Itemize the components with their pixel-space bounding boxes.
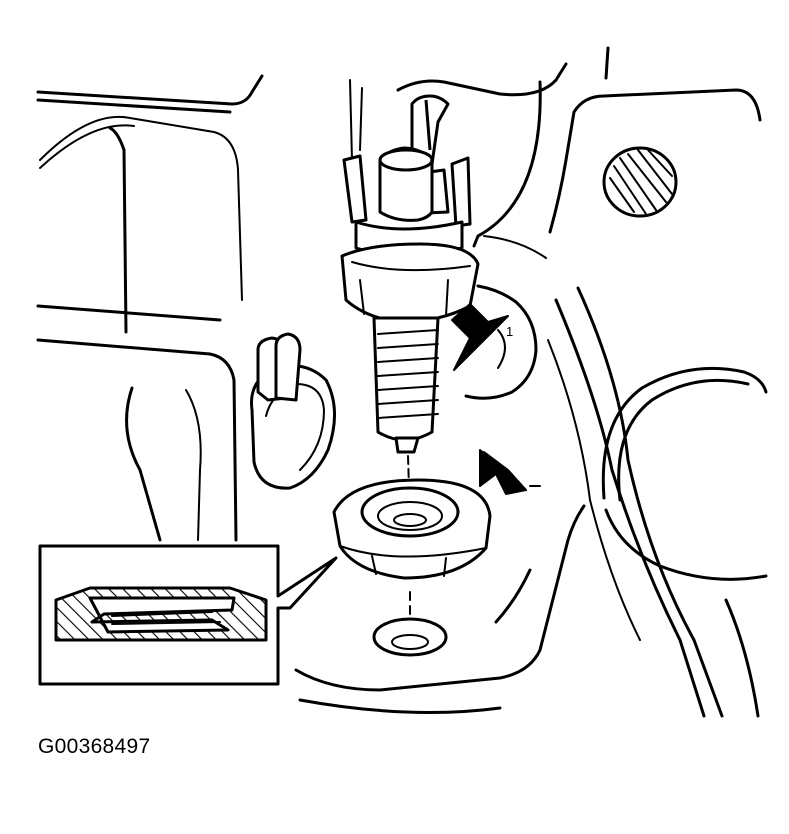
drain-hole [372,617,448,657]
figure-id-label: G00368497 [38,735,151,758]
sealing-washer [332,478,492,580]
svg-text:1: 1 [506,324,513,339]
arrow-to-sensor-thread [451,303,509,371]
bolt-head [602,146,678,218]
housing-casting [36,46,768,718]
washer-cross-section [54,586,268,642]
temperature-sensor [340,94,480,521]
arrow-to-washer [479,449,541,495]
callout-1: 1 [506,324,513,339]
